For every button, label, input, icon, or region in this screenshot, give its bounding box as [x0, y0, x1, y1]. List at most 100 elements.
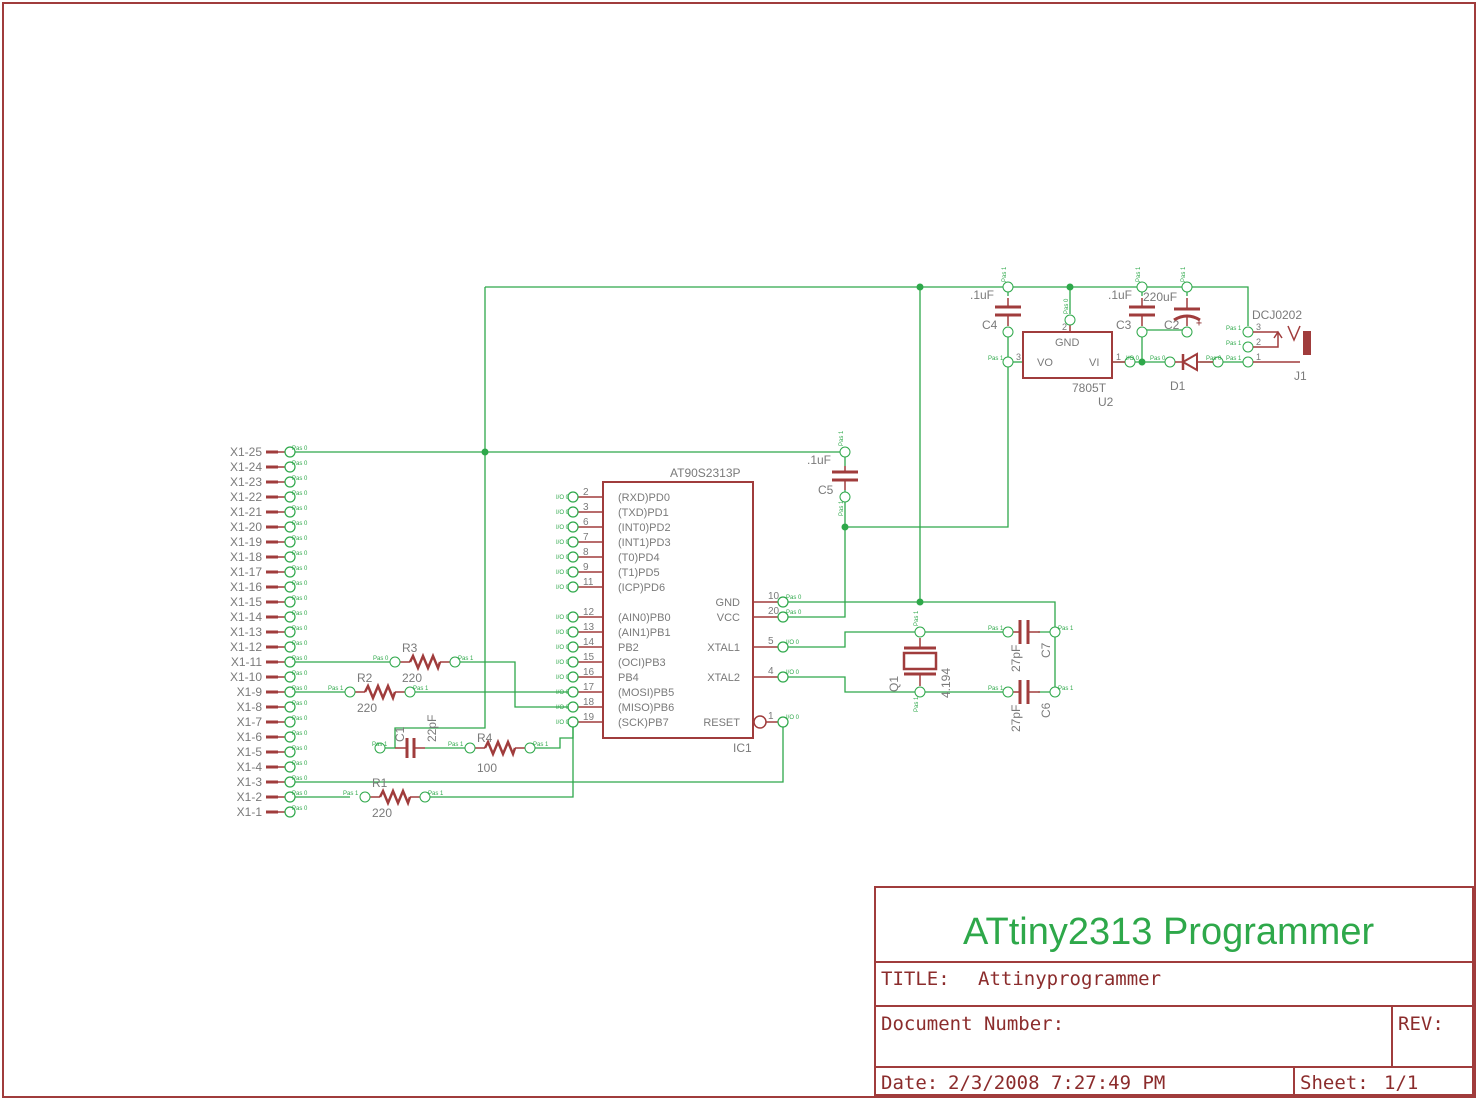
ic1-pin-number: 16 [583, 667, 595, 678]
ic1-pin-number: 12 [583, 607, 595, 618]
x1-pad-label: Pas 0 [292, 641, 308, 647]
x1-pad-label: Pas 0 [292, 536, 308, 542]
title-value: Attinyprogrammer [978, 968, 1161, 990]
u2-pin1-num: 1 [1116, 352, 1121, 362]
ic1-io-label: I/O 0 [556, 705, 570, 711]
c6-name: C6 [1039, 702, 1053, 718]
u2-gnd-label: GND [1055, 337, 1080, 349]
resistor-r4: R4 100 [464, 731, 536, 775]
x1-pad-label: Pas 0 [292, 491, 308, 497]
ic1-pin-label: (INT1)PD3 [618, 537, 671, 549]
ic1-io-label: I/O 0 [556, 525, 570, 531]
title-heading: ATtiny2313 Programmer [963, 911, 1374, 953]
x1-pin-label: X1-14 [230, 610, 262, 624]
u2-pin3-num: 3 [1016, 352, 1021, 362]
x1-pin-label: X1-7 [237, 715, 263, 729]
r4-name: R4 [477, 731, 493, 745]
x1-pin-label: X1-24 [230, 460, 262, 474]
date-label: Date: [881, 1072, 938, 1094]
x1-pad-label: Pas 0 [292, 686, 308, 692]
ic1-io-label: I/O 0 [556, 720, 570, 726]
ic1-pin-label: (OCI)PB3 [618, 657, 666, 669]
ic1-pin-label: (INT0)PD2 [618, 522, 671, 534]
x1-pin-label: X1-12 [230, 640, 262, 654]
c1-value: 22pF [425, 715, 439, 742]
capacitor-c7: 27pF C7 [1002, 620, 1061, 672]
c7-name: C7 [1039, 642, 1053, 658]
x1-pad-label: Pas 0 [292, 656, 308, 662]
ic1-pin-label: (MISO)PB6 [618, 702, 674, 714]
x1-pin-label: X1-5 [237, 745, 263, 759]
capacitor-c1: C1 22pF [374, 715, 439, 758]
ic1-io-label: I/O 0 [556, 645, 570, 651]
x1-pad-label: Pas 0 [292, 761, 308, 767]
q1-name: Q1 [887, 676, 901, 692]
c7-value: 27pF [1009, 645, 1023, 672]
ic1-pin-label: (SCK)PB7 [618, 717, 669, 729]
ic1-pin-label: (AIN0)PB0 [618, 612, 671, 624]
crystal-q1: Q1 4.194 [887, 626, 953, 698]
capacitor-c5: .1uF C5 [807, 446, 858, 503]
jack-j1: DCJ0202 J1 3 2 1 [1242, 308, 1311, 383]
x1-pin: X1-9 Pas 0 [237, 685, 308, 699]
x1-pin-label: X1-16 [230, 580, 262, 594]
pad-label: Pas 1 [988, 686, 1004, 692]
x1-pad-label: Pas 0 [292, 776, 308, 782]
x1-pad-label: Pas 0 [292, 731, 308, 737]
pad-label: Pas 1 [839, 430, 845, 446]
ic1-pin-label: GND [716, 597, 741, 609]
j1-pin1-num: 1 [1256, 352, 1261, 362]
x1-pin-label: X1-20 [230, 520, 262, 534]
x1-pin-label: X1-9 [237, 685, 263, 699]
ic1-pin-label: (MOSI)PB5 [618, 687, 674, 699]
title-block: ATtiny2313 Programmer TITLE: Attinyprogr… [874, 886, 1474, 1096]
u2-vi-label: VI [1089, 357, 1099, 369]
ic1-pin-label: RESET [703, 717, 740, 729]
ic1-pin-label: (AIN1)PB1 [618, 627, 671, 639]
x1-pin-label: X1-13 [230, 625, 262, 639]
ic1-io-label: I/O 0 [556, 555, 570, 561]
pad-label: Pas 0 [1206, 356, 1222, 362]
pad-label: Pas 1 [343, 791, 359, 797]
x1-pad-label: Pas 0 [292, 446, 308, 452]
pad-label: Pas 1 [914, 696, 920, 712]
u2-body [1022, 331, 1113, 379]
x1-pin-label: X1-17 [230, 565, 262, 579]
ic1-io-label: Pas 0 [786, 610, 802, 616]
pad-label: Pas 0 [373, 656, 389, 662]
x1-pad-label: Pas 0 [292, 551, 308, 557]
docnum-label: Document Number: [881, 1013, 1064, 1035]
resistor-r1: R1 220 [359, 776, 431, 820]
ic1-io-label: I/O 0 [556, 570, 570, 576]
j1-part: DCJ0202 [1252, 308, 1302, 322]
ic1-pin-number: 6 [583, 517, 589, 528]
diode-d1: D1 [1164, 352, 1224, 393]
pad-label: Pas 1 [372, 742, 388, 748]
c4-name: C4 [982, 318, 998, 332]
c5-value: .1uF [807, 453, 831, 467]
ic1-pin-number: 14 [583, 637, 595, 648]
pad-label: Pas 1 [1136, 266, 1142, 282]
ic1-io-label: I/O 0 [556, 495, 570, 501]
pad-label: I/O 0 [1126, 356, 1140, 362]
junctions [481, 283, 1146, 726]
ic1-pin-label: (T0)PD4 [618, 552, 660, 564]
pad-label: Pas 1 [328, 686, 344, 692]
